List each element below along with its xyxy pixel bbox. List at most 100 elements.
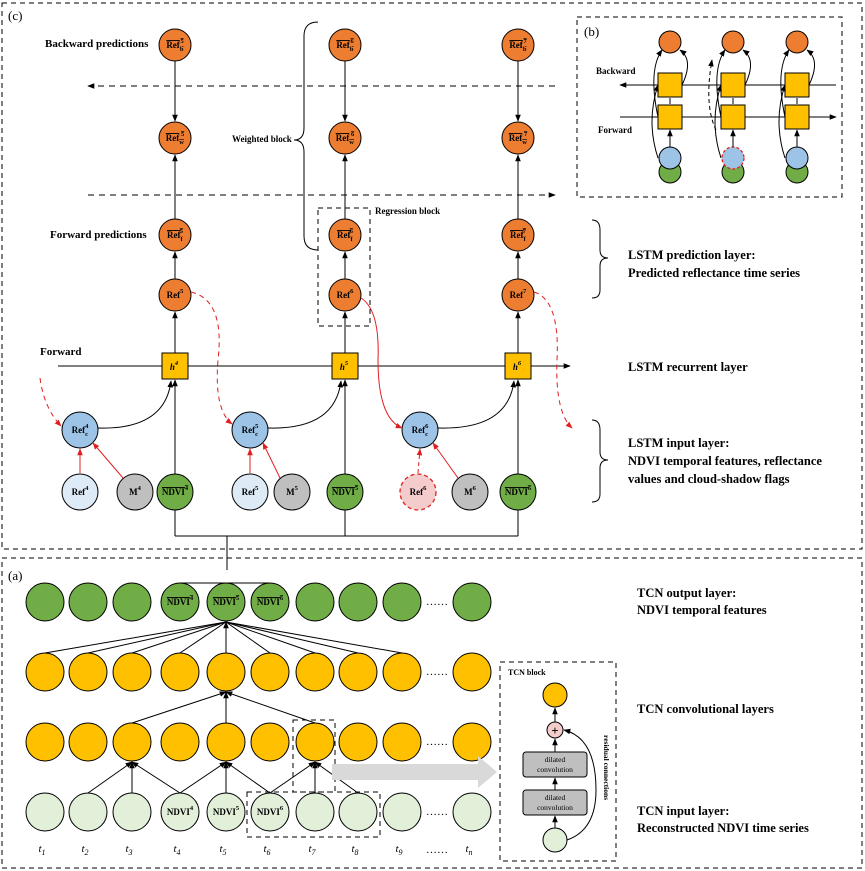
brace-input [591, 419, 609, 503]
tcn-output-node [452, 582, 492, 622]
tcn-input-node [452, 792, 492, 832]
tcn-input-desc: Reconstructed NDVI time series [637, 821, 809, 835]
lstm-prediction-desc: Predicted reflectance time series [628, 266, 800, 280]
tcn-output-ndvi-label: NDVI6 [257, 595, 284, 607]
tcn-input-node [68, 792, 108, 832]
forward-pred-node [158, 218, 192, 252]
tcn-input-ndvi-label: NDVI4 [167, 805, 194, 817]
tcn-block-plus: + [551, 723, 558, 738]
weighted-block-label: Weighted block [232, 134, 292, 144]
tcn-conv1-node [112, 652, 152, 692]
ref-c-node [61, 411, 99, 449]
layer-labels: LSTM prediction layer: Predicted reflect… [591, 219, 822, 835]
tcn-input-node [112, 792, 152, 832]
weighted-pred-label: Refw7 [509, 131, 528, 146]
tcn-block-output-node [542, 682, 568, 708]
forward-pred-label: Reff5 [167, 228, 184, 243]
forward-predictions-label: Forward predictions [50, 229, 147, 241]
panel-a-label: (a) [8, 568, 22, 583]
b-curve-left [778, 84, 786, 159]
tcn-input-node [338, 792, 378, 832]
hidden-state-box [504, 352, 532, 380]
b-curve-fwd [716, 49, 726, 118]
weighted-block-brace [293, 21, 319, 251]
ellipsis: …… [426, 844, 448, 856]
b-missing-node [721, 146, 745, 170]
b-blue-node [658, 146, 682, 170]
time-label: t9 [395, 843, 402, 857]
conv-to-output-edge [131, 621, 227, 654]
time-label: t8 [351, 843, 358, 857]
time-label: t4 [173, 843, 180, 857]
red-dashed-in-1 [190, 291, 233, 425]
ref-missing-node [399, 473, 437, 511]
ref-pred-label: Ref7 [510, 288, 528, 300]
weighted-pred-label: Refw6 [336, 131, 355, 146]
b-blue-node [785, 146, 809, 170]
tcn-output-node [160, 582, 200, 622]
refc-to-h-arrow [437, 380, 517, 429]
mask-node [451, 473, 489, 511]
hidden-state-box [331, 352, 359, 380]
conv-to-output-edge [225, 621, 316, 654]
hidden-state-box [161, 352, 189, 380]
weighted-pred-node [328, 121, 362, 155]
hidden-state-label: h6 [513, 360, 522, 372]
red-dashed-out [533, 291, 573, 429]
panel-b-border [576, 16, 843, 198]
lstm-input-title: LSTM input layer: [628, 436, 729, 450]
panel-c: Backward predictions Forward predictions… [39, 21, 573, 570]
tcn-input-ndvi-label: NDVI6 [257, 805, 284, 817]
ref-pred-label: Ref5 [167, 288, 185, 300]
tcn-conv-label: TCN convolutional layers [637, 702, 774, 716]
forward-pred-label: Reff6 [337, 228, 354, 243]
tcn-conv2-node [338, 722, 378, 762]
b-backward-cell [784, 72, 810, 98]
tcn-input-node [382, 792, 422, 832]
lstm-input-desc2: values and cloud-shadow flags [628, 472, 790, 486]
tcn-input-node [250, 792, 290, 832]
time-label: t2 [81, 843, 88, 857]
lstm-input-desc1: NDVI temporal features, reflectance [628, 454, 822, 468]
receptive-box-bottom [246, 791, 381, 838]
ref-c-node [231, 411, 269, 449]
b-forward-label: Forward [598, 125, 632, 135]
b-forward-cell [784, 104, 810, 130]
ref-c-label: Refc6 [412, 423, 429, 438]
b-output-node [658, 30, 682, 54]
b-output-node [721, 30, 745, 54]
b-curve-right [742, 49, 751, 86]
ref-c-label: Refc4 [72, 423, 89, 438]
tcn-input-node [25, 792, 65, 832]
tcn-conv1-node [25, 652, 65, 692]
zoom-arrow [332, 756, 497, 788]
tcn-conv2-node [206, 722, 246, 762]
refc-to-h-arrow [97, 380, 174, 429]
weighted-pred-node [158, 121, 192, 155]
conv2-to-conv1-edge [131, 691, 227, 724]
hidden-state-label: h4 [170, 360, 179, 372]
ellipsis: …… [426, 666, 448, 678]
tcn-block-title: TCN block [508, 668, 546, 677]
tcn-conv2-node [250, 722, 290, 762]
red-dashed-in-0 [39, 377, 62, 427]
forward-pred-label: Reff7 [510, 228, 527, 243]
ndvi-feature-label: NDVI4 [162, 485, 189, 497]
tcn-output-title: TCN output layer: [637, 586, 736, 600]
lstm-recurrent-label: LSTM recurrent layer [628, 360, 748, 374]
backward-pred-label: Refb7 [509, 38, 527, 53]
b-curve-left [714, 84, 722, 159]
mask-label: M5 [286, 485, 299, 497]
b-dashed-link [708, 59, 717, 131]
forward-pred-node [328, 218, 362, 252]
mask-arrow [92, 442, 124, 479]
tcn-output-node [68, 582, 108, 622]
tcn-conv2-node [452, 722, 492, 762]
tcn-input-node [295, 792, 335, 832]
ref-c-label: Refc5 [242, 423, 259, 438]
panel-b: Backward Forward [596, 30, 837, 184]
conv-to-output-edge [225, 621, 403, 654]
backward-predictions-label: Backward predictions [45, 38, 149, 50]
